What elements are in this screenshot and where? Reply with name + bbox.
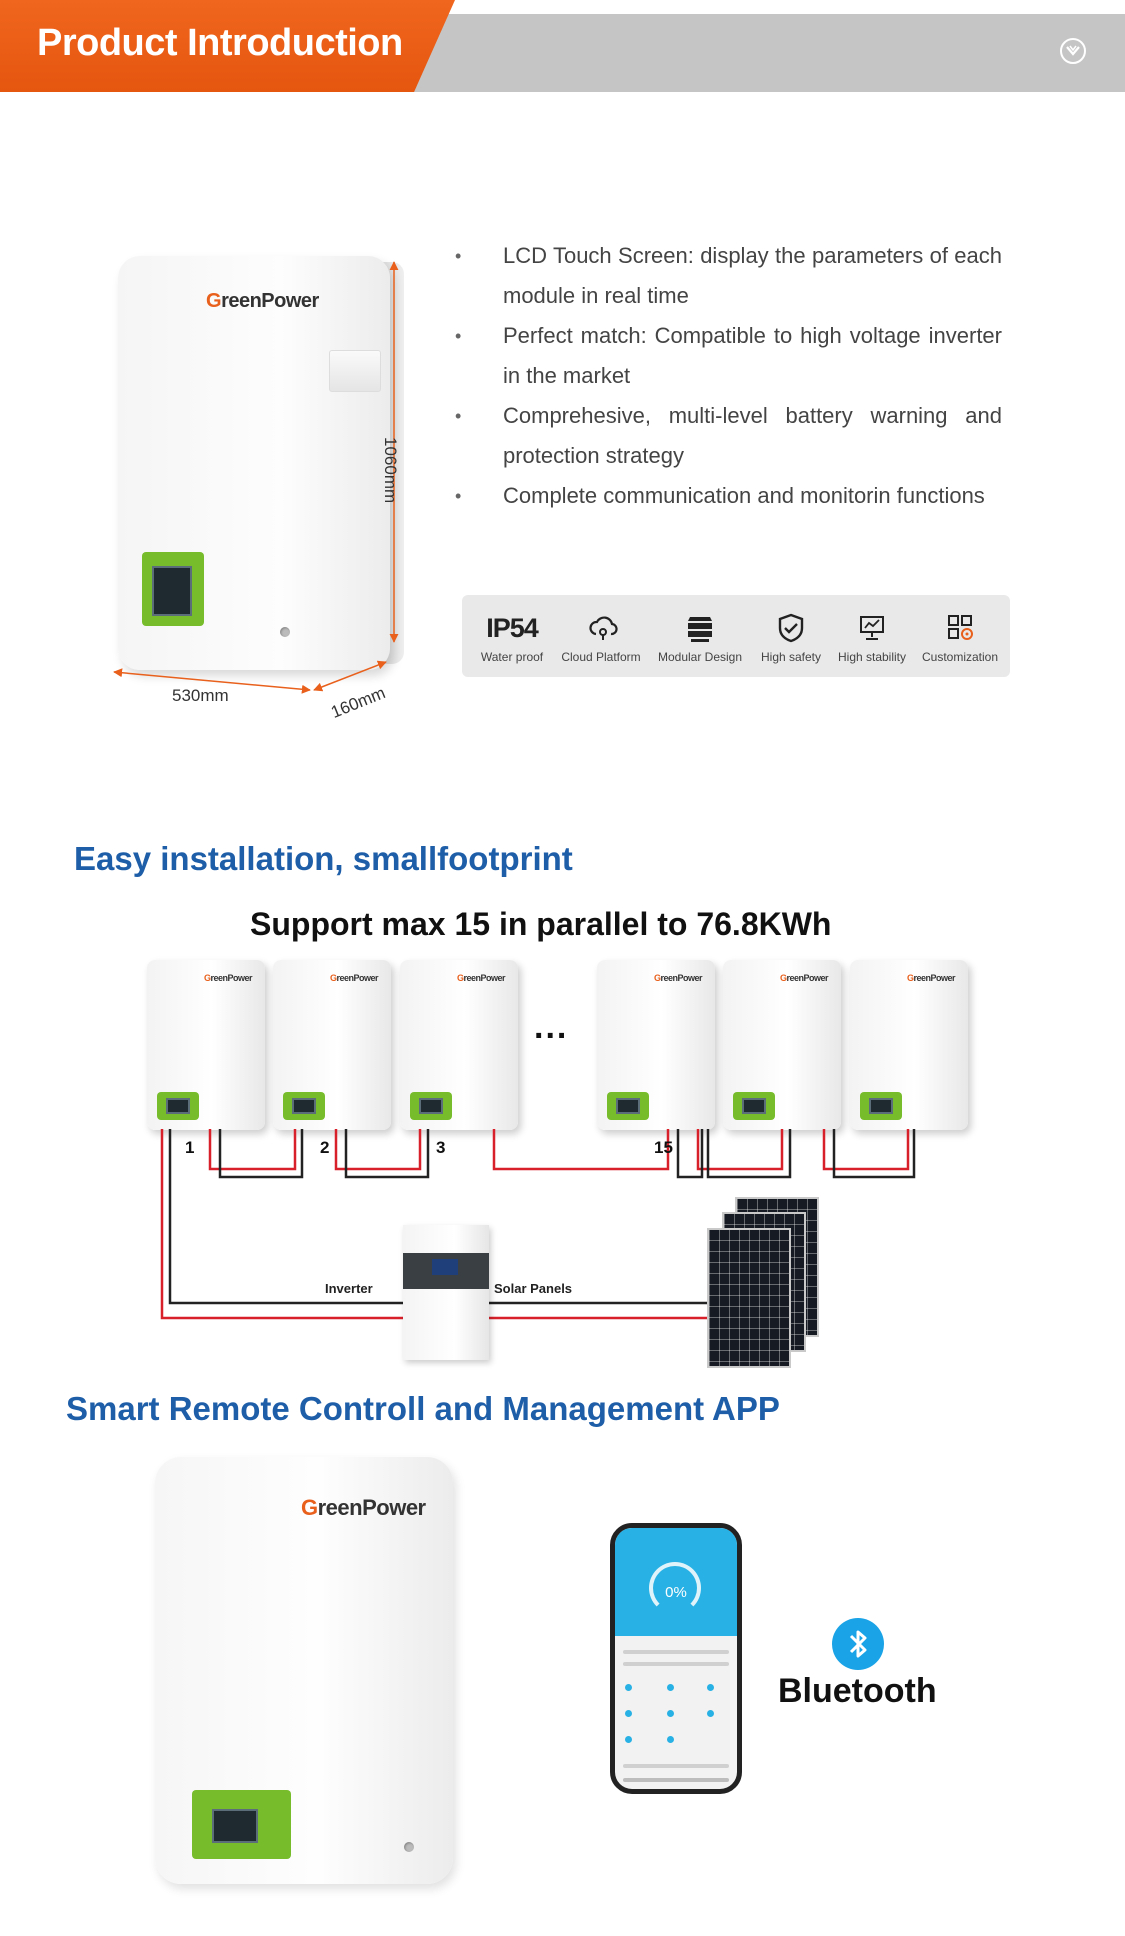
feature-high-safety: High safety <box>752 595 830 677</box>
collapse-toggle-button[interactable] <box>1060 38 1086 64</box>
battery-lcd-screen <box>292 1098 316 1114</box>
battery-power-button <box>404 1842 414 1852</box>
wiring-diagram <box>160 1129 916 1320</box>
battery-lcd-screen <box>166 1098 190 1114</box>
feature-water-proof: IP54 Water proof <box>474 595 550 677</box>
app-tab-bar <box>623 1778 729 1782</box>
list-item: LCD Touch Screen: display the parameters… <box>450 236 1002 316</box>
battery-handle <box>329 350 381 392</box>
feature-cloud-platform: Cloud Platform <box>552 595 650 677</box>
feature-modular-design: Modular Design <box>648 595 752 677</box>
soc-percentage: 0% <box>665 1584 687 1601</box>
feature-high-stability: High stability <box>830 595 914 677</box>
brand-logo: GreenPower <box>206 290 319 312</box>
feature-icon-bar: IP54 Water proof Cloud Platform Modular … <box>462 595 1010 677</box>
grid-gear-icon <box>948 615 973 640</box>
dimension-width: 530mm <box>172 686 229 705</box>
installation-heading: Easy installation, smallfootprint <box>74 840 573 877</box>
list-item: Complete communication and monitorin fun… <box>450 476 1002 516</box>
chevron-down-icon <box>1066 45 1080 56</box>
app-metric-icon <box>625 1710 632 1717</box>
inverter-screen <box>432 1259 458 1275</box>
inverter-image <box>403 1225 489 1360</box>
app-heading: Smart Remote Controll and Management APP <box>66 1390 780 1427</box>
module-number-1: 1 <box>185 1138 195 1157</box>
brand-logo: GreenPower <box>907 973 956 983</box>
app-metric-icon <box>625 1736 632 1743</box>
list-item: Comprehesive, multi-level battery warnin… <box>450 396 1002 476</box>
phone-app-screenshot: 0% <box>610 1523 742 1794</box>
module-number-3: 3 <box>436 1138 446 1157</box>
dimension-lines <box>113 261 399 694</box>
app-info-row <box>623 1662 729 1666</box>
brand-logo: GreenPower <box>780 973 829 983</box>
app-metric-icon <box>667 1684 674 1691</box>
monitor-chart-icon <box>860 616 884 640</box>
ip54-icon: IP54 <box>486 613 539 643</box>
battery-lcd-screen <box>869 1098 893 1114</box>
battery-lcd-screen <box>742 1098 766 1114</box>
feature-customization: Customization <box>914 595 1006 677</box>
battery-lcd-screen <box>419 1098 443 1114</box>
bluetooth-label: Bluetooth <box>778 1672 937 1710</box>
solar-panels-label: Solar Panels <box>494 1281 573 1296</box>
battery-lcd-screen <box>212 1809 258 1843</box>
soc-gauge-icon <box>649 1562 701 1614</box>
module-number-15: 15 <box>654 1138 673 1157</box>
app-metric-icon <box>625 1684 632 1691</box>
brand-logo: GreenPower <box>654 973 703 983</box>
brand-logo: GreenPower <box>330 973 379 983</box>
inverter-label: Inverter <box>325 1281 373 1296</box>
app-metric-icon <box>707 1710 714 1717</box>
solar-panel-front <box>707 1228 791 1368</box>
feature-list: LCD Touch Screen: display the parameters… <box>450 236 1002 516</box>
app-metric-icon <box>667 1736 674 1743</box>
module-number-2: 2 <box>320 1138 330 1157</box>
app-metric-icon <box>667 1710 674 1717</box>
battery-lcd-screen <box>616 1098 640 1114</box>
app-info-row <box>623 1764 729 1768</box>
battery-lcd-screen <box>152 566 192 616</box>
brand-logo: GreenPower <box>301 1495 426 1520</box>
app-metric-icon <box>707 1684 714 1691</box>
header-title-tab <box>0 0 455 92</box>
app-info-row <box>623 1650 729 1654</box>
page-title: Product Introduction <box>37 22 403 64</box>
cloud-platform-icon <box>589 616 618 640</box>
shield-check-icon <box>778 613 804 643</box>
modular-design-icon <box>688 617 712 642</box>
brand-logo: GreenPower <box>457 973 506 983</box>
list-item: Perfect match: Compatible to high voltag… <box>450 316 1002 396</box>
more-modules-ellipsis: ... <box>534 1008 569 1046</box>
parallel-support-caption: Support max 15 in parallel to 76.8KWh <box>250 906 832 942</box>
bluetooth-icon <box>832 1618 884 1670</box>
dimension-height: 1060mm <box>381 437 400 504</box>
brand-logo: GreenPower <box>204 973 253 983</box>
battery-power-button <box>280 627 290 637</box>
